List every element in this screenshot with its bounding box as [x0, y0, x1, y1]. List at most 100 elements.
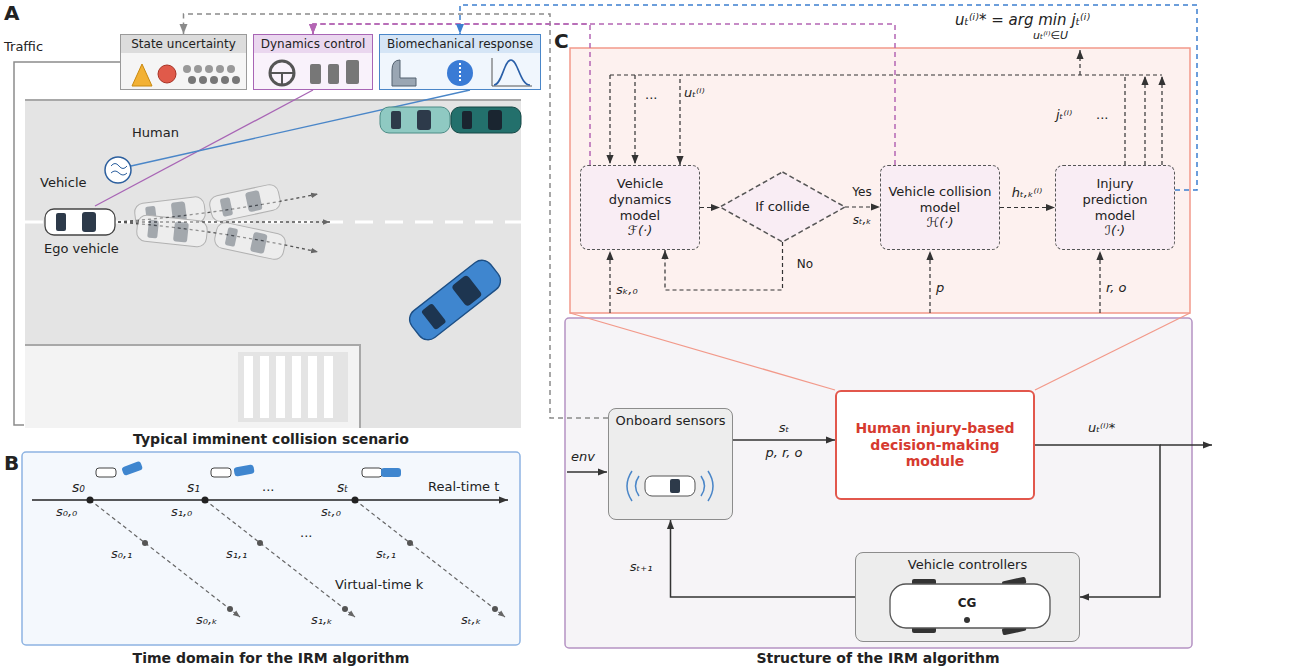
other-car: [380, 107, 450, 133]
ghost-car: [147, 220, 159, 239]
other-car: [391, 111, 401, 129]
math-symbol: sₖ,₀: [616, 283, 638, 298]
math-symbol: ℱ(·): [628, 223, 653, 239]
biomechanics-icon: [492, 58, 532, 86]
connector-group: [184, 5, 1198, 597]
ghost-car: [213, 221, 287, 261]
driver-head-icon: [105, 157, 131, 183]
math-symbol: sₜ,ₖ: [461, 613, 481, 628]
ghost-car: [213, 221, 287, 261]
ego-car: [45, 209, 115, 235]
road-scene: [244, 356, 253, 418]
control-icon: [346, 60, 359, 84]
uncertainty-icon: [232, 76, 240, 84]
uncertainty-icon: [132, 64, 240, 86]
traffic-bracket: [14, 62, 120, 425]
box-title: Biomechanical response: [380, 35, 540, 53]
uncertainty-icon: [158, 65, 176, 83]
category-box: State uncertainty: [120, 34, 247, 90]
caption: Typical imminent collision scenario: [133, 431, 409, 447]
algorithm-frame: [1035, 313, 1190, 390]
road-scene: [308, 356, 317, 418]
algorithm-frame: [565, 313, 1192, 648]
road-scene: [238, 352, 348, 422]
annotation: Ego vehicle: [42, 242, 121, 257]
math-symbol: ℋ(·): [926, 215, 953, 231]
leader-line: [95, 90, 313, 206]
controller-icon: [855, 552, 1080, 642]
biomechanics-icon: [392, 60, 416, 86]
sensor-icon: [701, 471, 713, 501]
diamond-outline: [720, 172, 845, 242]
sensor-icon: [627, 471, 639, 501]
math-symbol: s₀: [72, 479, 85, 495]
flow-arrow: [1160, 444, 1212, 446]
other-car: [462, 111, 472, 129]
road-scene: [276, 356, 285, 418]
uncertainty-icon: [221, 76, 229, 84]
road-scene: [292, 356, 301, 418]
decision-loop-panel: [570, 48, 1190, 313]
model-box: Injury prediction modelℐ(·): [1055, 165, 1175, 250]
road-scene: [25, 100, 521, 345]
controller-icon: [964, 617, 970, 623]
controller-icon: [890, 584, 1050, 628]
ghost-car: [134, 183, 287, 261]
time-domain-panel: [121, 461, 143, 476]
math-symbol: s₁: [187, 479, 200, 495]
uncertainty-icon: [194, 65, 202, 73]
decision-diamond: If collide: [720, 172, 845, 242]
ghost-car: [136, 214, 208, 247]
annotation: Virtual-time k: [335, 578, 423, 593]
connector: [700, 207, 720, 208]
math-symbol: jₜ⁽ⁱ⁾: [1072, 12, 1091, 29]
math-symbol: ℐ(·): [1105, 223, 1125, 239]
time-domain-panel: [227, 606, 233, 612]
control-icon: [328, 64, 339, 84]
math-symbol: uₜ⁽ⁱ⁾∈U: [1033, 30, 1068, 43]
other-car: [380, 107, 450, 133]
time-domain-panel: [205, 500, 355, 617]
box-title: Vehicle controllers: [908, 557, 1027, 573]
road-scene: [25, 345, 360, 428]
flow-arrow: [929, 251, 930, 313]
edge-label: No: [795, 258, 815, 272]
time-domain-panel: [381, 468, 401, 477]
decision-loop-panel: [570, 48, 1190, 313]
annotation: CG: [958, 597, 977, 611]
biomechanics-icon: [459, 63, 461, 83]
control-icon: [270, 73, 294, 85]
time-domain-panel: [142, 540, 148, 546]
sensor-icon: [608, 408, 733, 520]
time-domain-panel: [362, 468, 382, 477]
connector: [845, 206, 880, 207]
driver-head-icon: [105, 157, 131, 183]
box-title: Onboard sensors: [616, 413, 726, 429]
panel-letter: A: [4, 2, 19, 25]
time-domain-panel: [90, 500, 240, 617]
caption: Structure of the IRM algorithm: [756, 650, 999, 666]
panel-letter: B: [4, 452, 19, 475]
model-box: Vehicle collision modelℋ(·): [880, 165, 1000, 250]
caption: Time domain for the IRM algorithm: [133, 650, 410, 666]
annotation: ...: [300, 526, 312, 541]
connector: [671, 520, 856, 597]
time-domain-panel: [211, 468, 231, 477]
ego-car: [45, 209, 115, 235]
road-scene: [324, 356, 333, 418]
connector: [460, 5, 1197, 190]
ghost-car: [250, 232, 268, 254]
math-symbol: uₜ⁽ⁱ⁾*: [1088, 421, 1115, 436]
math-symbol: env: [571, 450, 595, 465]
uncertainty-icon: [188, 76, 196, 84]
road-scene: [260, 356, 269, 418]
other-car: [421, 303, 447, 331]
category-box: Dynamics control: [253, 34, 373, 90]
category-box: Biomechanical response: [379, 34, 541, 90]
flow-arrow: [1079, 50, 1080, 75]
math-symbol: s₀,ₖ: [196, 613, 218, 628]
ghost-car: [208, 183, 282, 223]
time-domain-panel: [22, 452, 520, 645]
time-domain-panel: [407, 540, 413, 546]
